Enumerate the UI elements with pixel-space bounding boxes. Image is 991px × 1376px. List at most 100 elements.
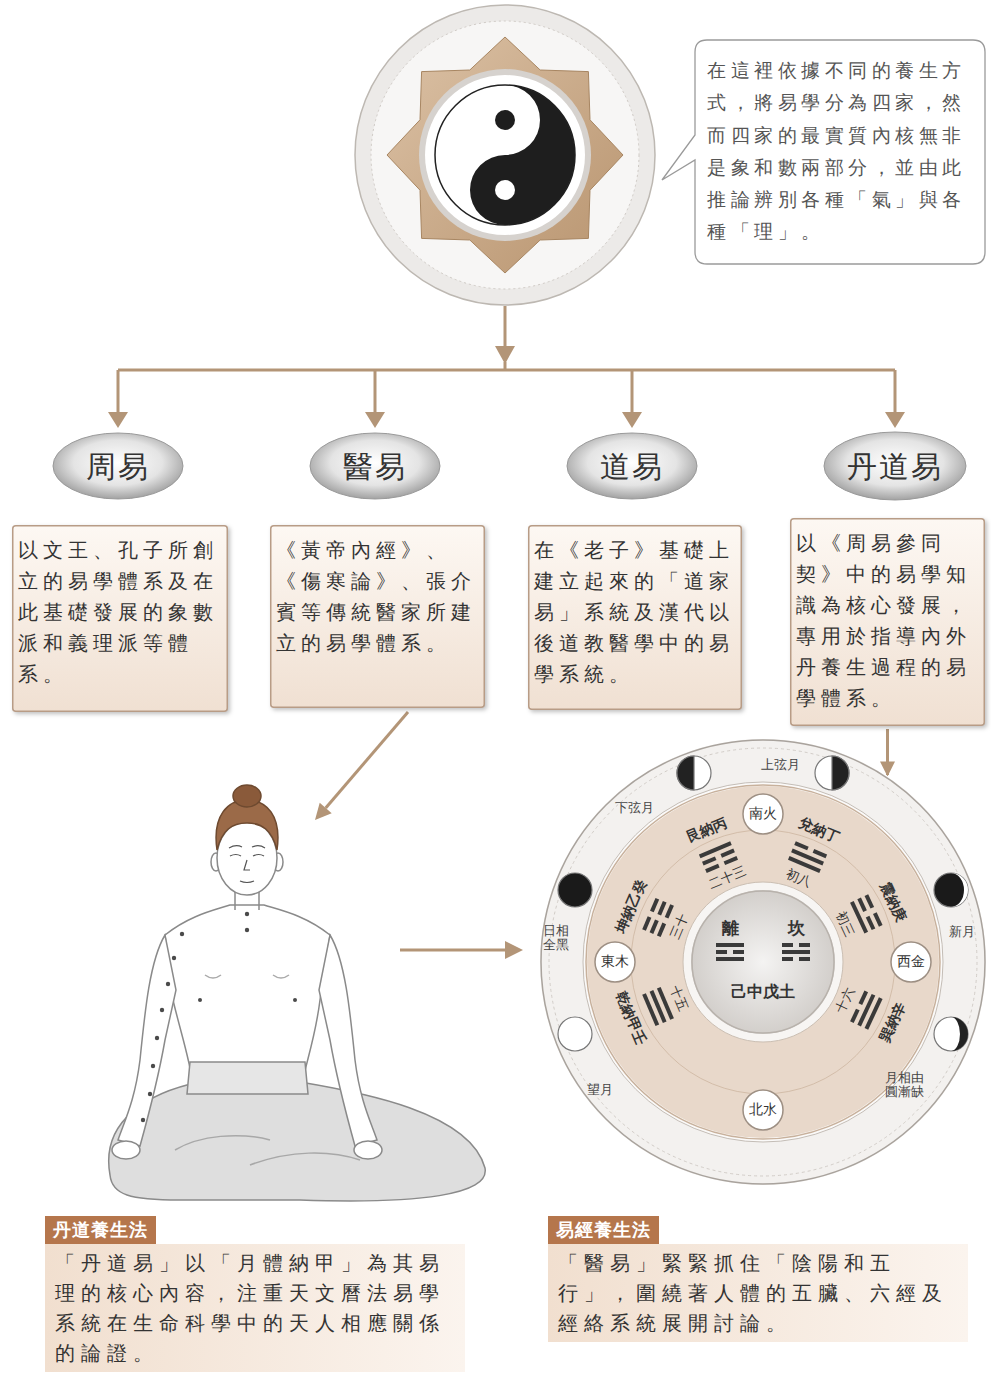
wheel-ring: [631, 830, 895, 1094]
arrow-head: [885, 412, 905, 428]
moon-shadow: [677, 756, 694, 790]
moon-light: [951, 873, 968, 907]
callout-text: 在這裡依據不同的養生方式，將易學分為四家，然而四家的最實質內核無非是象和數兩部分…: [707, 54, 973, 248]
description-box: 在《老子》基礎上建立起來的「道家易」系統及漢代以後道教醫學中的易學系統。: [528, 525, 742, 710]
center-label: 坎: [788, 918, 805, 938]
moon-phase-label: 望月: [587, 1082, 613, 1098]
arrow-head: [315, 803, 332, 820]
direction-label: 西金: [897, 954, 925, 969]
method-panel: 丹道養生法「丹道易」以「月體納甲」為其易理的核心內容，注重天文曆法易學系統在生命…: [45, 1216, 465, 1372]
circle-frame: [586, 785, 940, 1139]
arrow-head: [365, 412, 385, 428]
taiji-circle: [435, 85, 575, 225]
box-frame: [271, 526, 485, 708]
moon-phase-label: 月相由圓漸缺: [885, 1071, 925, 1100]
tree-line: [118, 369, 895, 372]
school-name: 道易: [600, 450, 664, 483]
meridian-points: [141, 912, 297, 1122]
description-box: 以《周易參同契》中的易學知識為核心發展，專用於指導內外丹養生過程的易學體系。: [790, 518, 985, 726]
najia-label: 兌納丁: [796, 814, 841, 846]
trigram: [782, 943, 810, 961]
figure-hand: [354, 1141, 382, 1159]
direction-circle: 北水: [742, 1089, 784, 1131]
description-text: 在《老子》基礎上建立起來的「道家易」系統及漢代以後道教醫學中的易學系統。: [534, 535, 736, 690]
moon-shadow: [832, 756, 849, 790]
description-text: 《黃帝內經》、《傷寒論》、張介賓等傳統醫家所建立的易學體系。: [276, 535, 479, 659]
figure-hair-bun: [233, 785, 261, 807]
taiji-emblem: [355, 5, 655, 305]
method-panel: 易經養生法「醫易」緊緊抓住「陰陽和五行」，圍繞著人體的五臟、六經及經絡系統展開討…: [548, 1216, 968, 1342]
direction-circle: 東木: [594, 941, 636, 983]
arrow-head: [495, 346, 515, 364]
trigram: [716, 943, 744, 961]
emblem-star: [387, 37, 623, 273]
trigram-symbols: [642, 841, 882, 1030]
moon-icon: [815, 756, 849, 790]
najia-label: 乾納甲壬: [613, 989, 650, 1047]
emblem-ring: [355, 5, 655, 305]
najia-label: 初八: [784, 866, 814, 891]
wheel-center: [691, 890, 835, 1034]
najia-label: 十六: [833, 985, 858, 1015]
figure-arm: [118, 935, 176, 1146]
description-text: 以文王、孔子所創立的易學體系及在此基礎發展的象數派和義理派等體系。: [18, 535, 222, 690]
school-name: 周易: [86, 450, 150, 483]
taiji-dot: [495, 180, 515, 200]
ellipse-frame: [53, 433, 183, 499]
moon-phase-label: 上弦月: [761, 757, 800, 773]
method-text: 「丹道易」以「月體納甲」為其易理的核心內容，注重天文曆法易學系統在生命科學中的天…: [45, 1244, 465, 1372]
pointer-line: [400, 949, 506, 952]
moon-phase-ring: 南火東木西金北水離坎己中戊土艮納丙二十三兌納丁初八震納庚初三巽納辛十六乾納甲壬十…: [540, 739, 986, 1185]
wheel-ground: [540, 739, 986, 1185]
school-ellipse: 醫易: [309, 432, 441, 500]
box-frame: [529, 526, 742, 710]
circle-frame: [595, 942, 635, 982]
moon-phase-label: 下弦月: [615, 800, 654, 816]
flow-arrow: [886, 729, 889, 775]
arrow-head: [108, 412, 128, 428]
tree-line: [117, 370, 120, 414]
circle-frame: [743, 1090, 783, 1130]
figure-torso: [165, 905, 330, 1085]
center-label: 己中戊土: [731, 982, 795, 1001]
moon-phase-label: 新月: [949, 924, 975, 940]
center-label: 離: [722, 918, 739, 938]
bubble-frame: [662, 40, 985, 264]
box-frame: [791, 519, 985, 726]
direction-circle: 西金: [890, 941, 932, 983]
arrow-head: [622, 412, 642, 428]
najia-label: 十五: [667, 983, 692, 1013]
pointer-line: [326, 712, 408, 808]
connector-group: [887, 729, 888, 775]
figure-fold: [175, 1136, 360, 1165]
tree-line: [374, 370, 377, 414]
wheel-band: [587, 786, 939, 1138]
najia-label: 二十三: [706, 863, 748, 893]
method-text: 「醫易」緊緊抓住「陰陽和五行」，圍繞著人體的五臟、六經及經絡系統展開討論。: [548, 1244, 968, 1342]
emblem-disc: [425, 75, 585, 235]
ellipse-frame: [567, 433, 697, 499]
direction-circle: 南火: [742, 793, 784, 835]
figure-legs: [109, 1082, 486, 1201]
najia-label: 初三: [833, 908, 858, 938]
school-ellipse: 周易: [52, 432, 184, 500]
circle-frame: [541, 740, 985, 1184]
ellipse-frame: [310, 433, 440, 499]
moon-phase-label: 日相全黑: [542, 924, 569, 953]
center-circle-outline: [691, 890, 835, 1034]
moon-shadow: [951, 1017, 968, 1051]
moon-icon: [934, 873, 968, 907]
wheel-ring: [549, 748, 977, 1176]
tree-line: [631, 370, 634, 414]
emblem-disc: [419, 69, 591, 241]
najia-label: 坤納乙癸: [613, 877, 650, 935]
ellipse-frame: [824, 432, 966, 500]
description-box: 《黃帝內經》、《傷寒論》、張介賓等傳統醫家所建立的易學體系。: [270, 525, 485, 708]
figure-chest: [205, 975, 289, 978]
description-text: 以《周易參同契》中的易學知識為核心發展，專用於指導內外丹養生過程的易學體系。: [796, 528, 979, 714]
method-heading: 易經養生法: [548, 1216, 659, 1244]
moon-icon: [558, 1017, 592, 1051]
najia-label: 艮納丙: [685, 814, 730, 846]
najia-label: 巽納辛: [876, 1000, 909, 1045]
moon-icon: [677, 756, 711, 790]
